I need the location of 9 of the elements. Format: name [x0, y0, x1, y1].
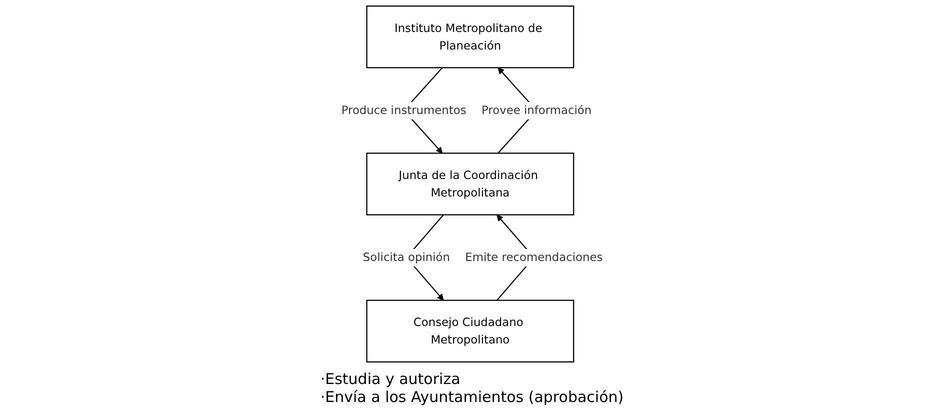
note-text: ·Envía a los Ayuntamientos (aprobación): [320, 388, 624, 406]
node-box: Instituto Metropolitano de Planeación: [366, 6, 574, 68]
node-box: Junta de la Coordinación Metropolitana: [366, 152, 574, 216]
edge-label: Produce instrumentos: [341, 103, 466, 118]
note-text: ·Estudia y autoriza: [320, 370, 462, 388]
node-box: Consejo Ciudadano Metropolitano: [366, 300, 574, 362]
edge-label: Solicita opinión: [362, 250, 450, 264]
edge-label: Emite recomendaciones: [465, 250, 603, 264]
edge-label: Provee información: [481, 103, 592, 118]
